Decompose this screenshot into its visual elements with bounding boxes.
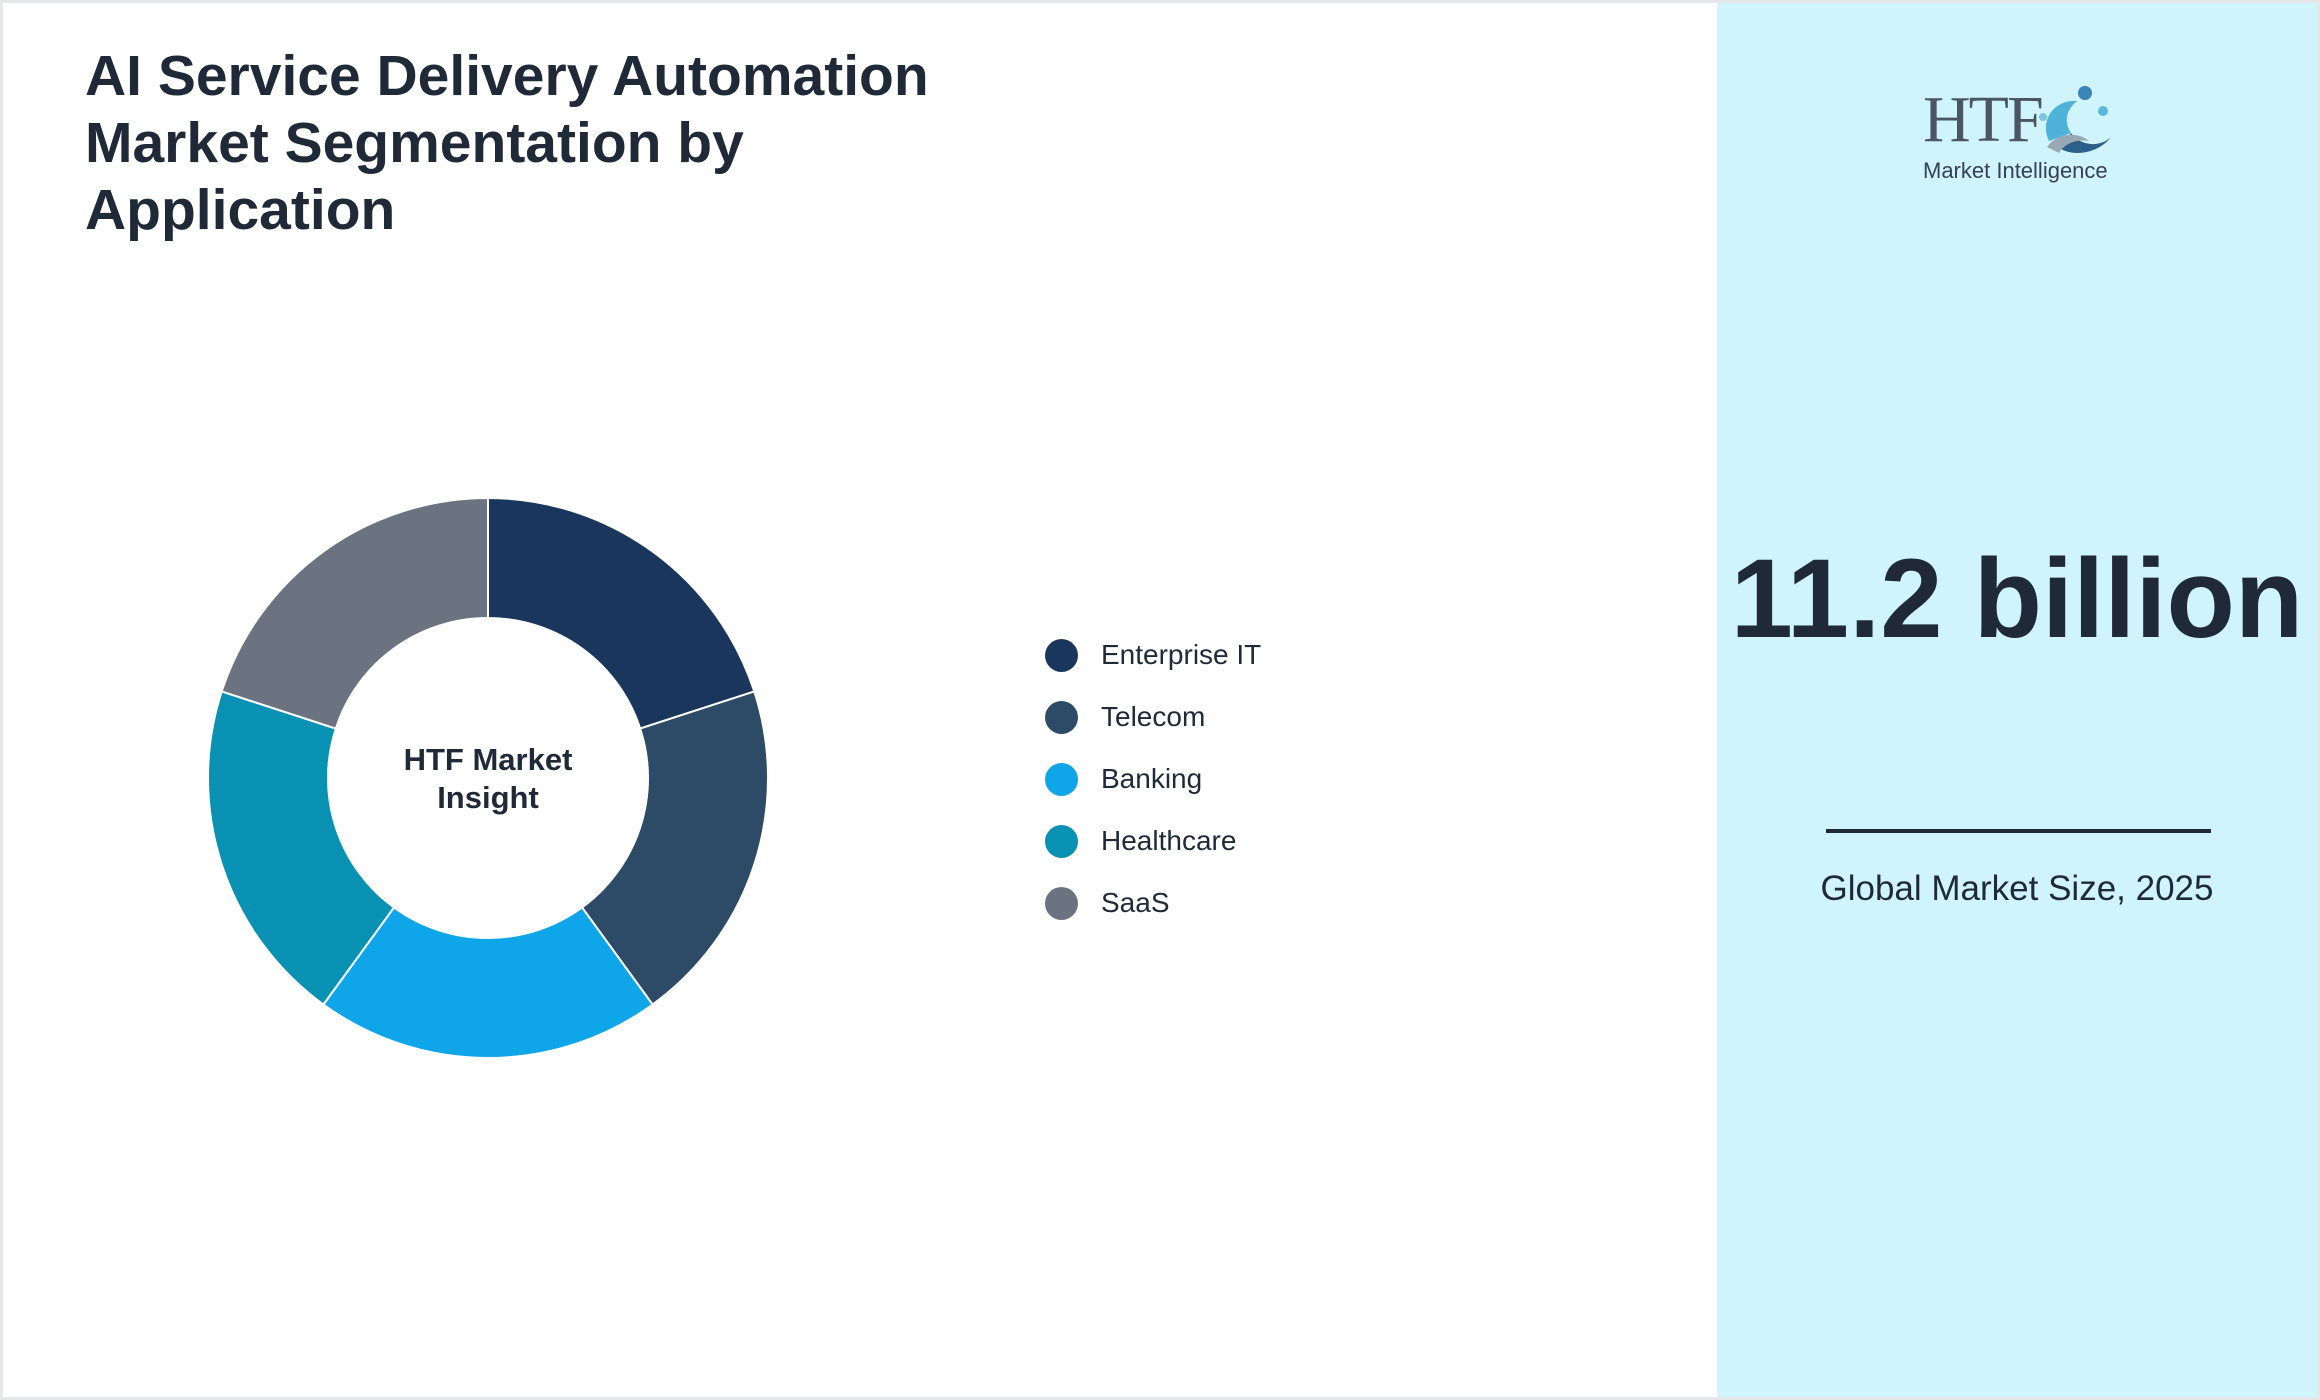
legend-item-banking: Banking — [1045, 748, 1261, 810]
donut-slice-telecom — [580, 690, 769, 1006]
legend-item-enterprise-it: Enterprise IT — [1045, 624, 1261, 686]
logo-brand: HTF — [1923, 83, 2044, 156]
legend-swatch-enterprise-it — [1045, 638, 1078, 672]
legend-item-saas: SaaS — [1045, 872, 1261, 934]
htf-logo: HTF Market Intelligence — [1923, 81, 2113, 187]
legend-swatch-saas — [1045, 886, 1078, 920]
legend-item-telecom: Telecom — [1045, 686, 1261, 748]
legend-swatch-banking — [1045, 762, 1078, 796]
donut-slice-healthcare — [207, 690, 396, 1006]
legend-item-healthcare: Healthcare — [1045, 810, 1261, 872]
metric-divider — [1826, 829, 2211, 833]
donut-slice-saas — [220, 496, 489, 730]
legend-swatch-healthcare — [1045, 824, 1078, 858]
logo-tagline: Market Intelligence — [1923, 158, 2108, 183]
legend-label-enterprise-it: Enterprise IT — [1101, 639, 1262, 670]
market-size-caption: Global Market Size, 2025 — [1820, 869, 2214, 908]
legend-label-healthcare: Healthcare — [1101, 825, 1237, 856]
donut-slice-enterprise-it — [487, 496, 756, 730]
summary-sidebar: HTF Market Intelligence 11.2 billion Glo… — [1717, 3, 2317, 1397]
legend-label-banking: Banking — [1101, 763, 1203, 794]
donut-slice-banking — [322, 906, 654, 1060]
market-size-value: 11.2 billion — [1730, 536, 2304, 661]
legend-swatch-telecom — [1045, 700, 1078, 734]
logo-swirl-icon — [2039, 86, 2111, 153]
legend-label-telecom: Telecom — [1101, 701, 1206, 732]
legend-label-saas: SaaS — [1101, 887, 1170, 918]
chart-title: AI Service Delivery Automation Market Se… — [85, 44, 929, 242]
chart-panel: AI Service Delivery Automation Market Se… — [3, 3, 1717, 1397]
